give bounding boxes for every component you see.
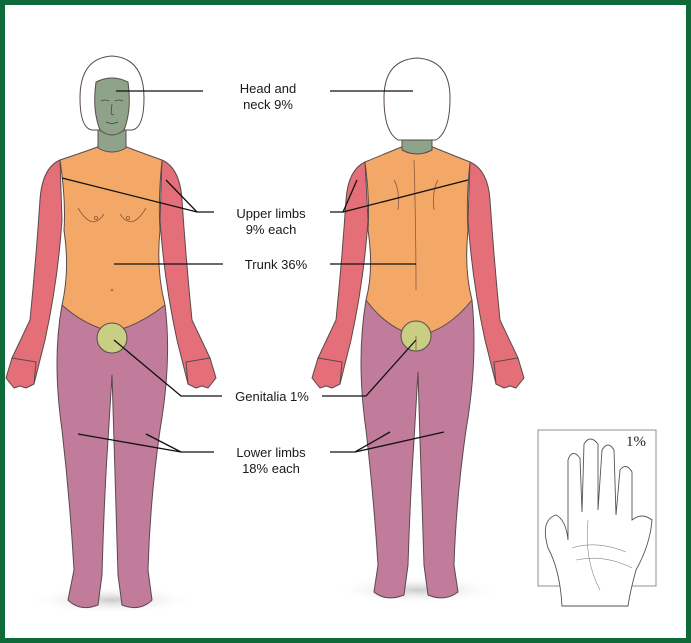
front-left-hand (6, 358, 36, 388)
label-upper-limbs-line2: 9% each (212, 222, 330, 238)
label-head-neck-line2: neck 9% (208, 97, 328, 113)
back-floor-shadow (333, 576, 503, 604)
back-figure (312, 58, 524, 598)
front-trunk (60, 146, 165, 332)
front-figure (6, 56, 216, 608)
back-right-hand (494, 358, 524, 388)
label-lower-limbs-line2: 18% each (212, 461, 330, 477)
front-genitalia (97, 323, 127, 353)
label-genitalia: Genitalia 1% (220, 389, 324, 405)
back-left-arm (318, 162, 368, 384)
palm-inset (538, 430, 656, 606)
label-trunk-line1: Trunk 36% (222, 257, 330, 273)
front-floor-shadow (27, 586, 197, 614)
label-upper-limbs-line1: Upper limbs (212, 206, 330, 222)
back-hair (384, 58, 450, 140)
label-upper-limbs: Upper limbs 9% each (212, 206, 330, 238)
label-genitalia-line1: Genitalia 1% (220, 389, 324, 405)
front-left-arm (12, 160, 62, 384)
label-head-neck: Head and neck 9% (208, 81, 328, 113)
label-lower-limbs: Lower limbs 18% each (212, 445, 330, 477)
back-right-arm (468, 162, 518, 384)
back-trunk (365, 146, 472, 336)
front-right-hand (186, 358, 216, 388)
label-trunk: Trunk 36% (222, 257, 330, 273)
label-head-neck-line1: Head and (208, 81, 328, 97)
back-left-hand (312, 358, 342, 388)
label-lower-limbs-line1: Lower limbs (212, 445, 330, 461)
label-palm: 1% (626, 434, 646, 451)
